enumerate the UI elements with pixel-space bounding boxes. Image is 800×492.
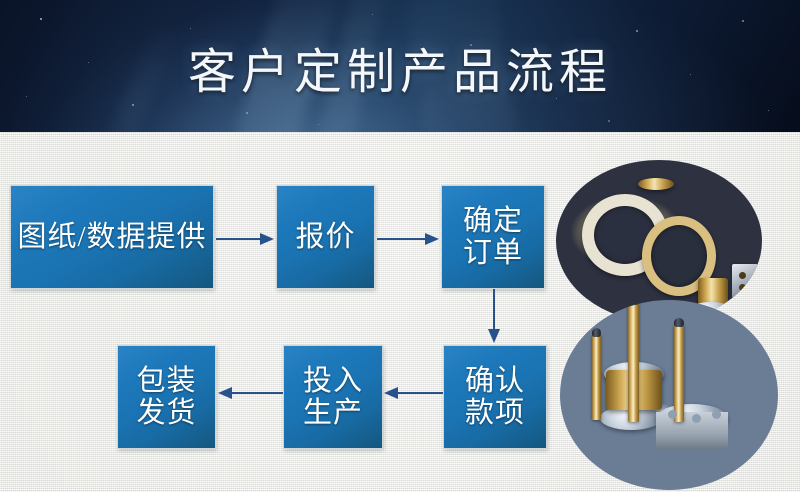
flow-step-start-production[interactable]: 投入 生产 — [283, 345, 383, 449]
arrow-left-icon — [218, 386, 283, 400]
flow-step-quotation[interactable]: 报价 — [276, 185, 375, 289]
arrow-right-icon — [216, 232, 276, 246]
flow-step-packaging-shipping[interactable]: 包装 发货 — [117, 345, 216, 449]
header-banner: 客户定制产品流程 — [0, 0, 800, 132]
flow-step-label: 图纸/数据提供 — [17, 220, 207, 253]
flow-step-drawing-data[interactable]: 图纸/数据提供 — [10, 185, 214, 289]
flow-step-label: 报价 — [295, 220, 356, 253]
flow-step-confirm-payment[interactable]: 确认 款项 — [443, 345, 547, 449]
flow-step-label: 投入 — [302, 364, 363, 397]
flow-step-label: 订单 — [462, 237, 523, 269]
flow-step-label: 生产 — [302, 397, 363, 429]
flow-step-confirm-order[interactable]: 确定 订单 — [441, 185, 545, 289]
flow-step-label: 确定 — [462, 204, 523, 237]
flow-step-label: 确认 — [464, 364, 525, 397]
starfield-decoration — [0, 0, 800, 132]
page-title: 客户定制产品流程 — [187, 46, 612, 99]
arrow-down-icon — [487, 289, 501, 345]
flow-step-label: 发货 — [136, 397, 197, 429]
brass-hex-nuts-photo — [556, 160, 762, 322]
arrow-left-icon — [384, 386, 443, 400]
brass-probe-pins-photo — [560, 300, 778, 490]
arrow-right-icon — [377, 232, 441, 246]
flow-step-label: 款项 — [464, 397, 525, 429]
flow-step-label: 包装 — [136, 364, 197, 397]
